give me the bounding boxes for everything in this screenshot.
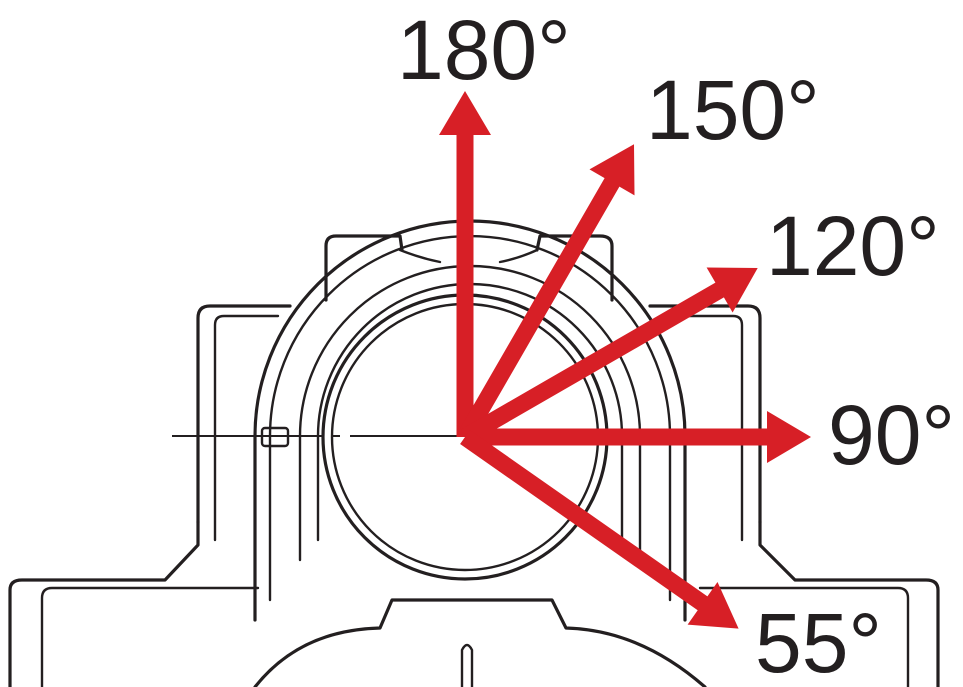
load-arrow-150 [457,144,635,442]
housing-left-shoulder [196,304,292,524]
label-55: 55° [755,596,882,687]
housing-right-shoulder [648,304,762,524]
housing-top-cap [324,234,614,302]
label-120: 120° [766,199,940,293]
load-arrow-55 [460,430,739,629]
housing-right-inner [663,314,744,542]
housing-left-inner [213,314,280,542]
load-arrow-180 [439,91,491,437]
cap-notch-left [398,248,442,264]
label-90: 90° [828,388,955,482]
label-150: 150° [646,63,820,157]
base-right-foot [698,586,910,687]
angle-labels: 180° 150° 120° 90° 55° [397,3,955,687]
housing-base [8,520,940,687]
cap-notch-right [498,248,539,264]
load-arrow-120 [460,267,758,445]
label-180: 180° [397,3,571,97]
base-slot [460,643,474,687]
base-centre-recess [253,598,707,687]
load-direction-arrows [439,91,811,629]
load-arrow-90 [465,411,811,463]
base-left-foot [40,586,260,687]
